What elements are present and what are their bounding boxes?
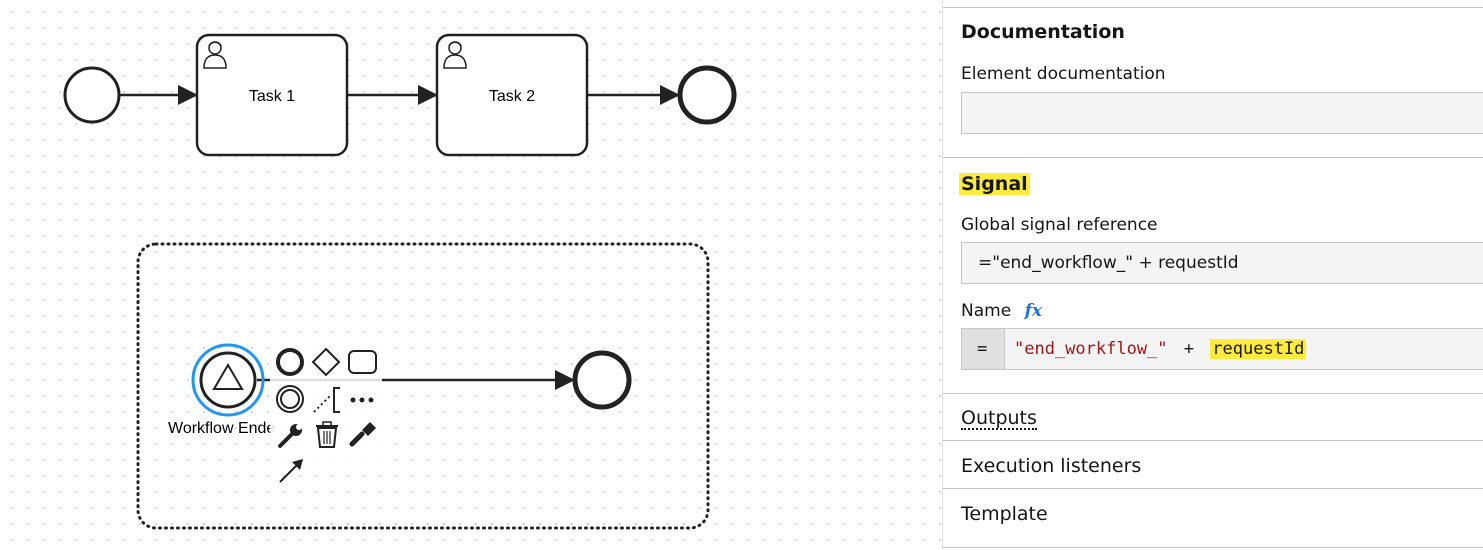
global-signal-reference-value: ="end_workflow_" + requestId — [978, 253, 1239, 273]
start-event[interactable] — [63, 66, 121, 124]
name-label-text: Name — [961, 301, 1012, 321]
more-options-icon[interactable] — [350, 397, 374, 403]
signal-start-event-selected[interactable] — [191, 343, 265, 417]
append-text-annotation-icon[interactable] — [313, 387, 340, 413]
group-box[interactable] — [136, 242, 710, 530]
name-string-literal: "end_workflow_" — [1014, 339, 1168, 359]
name-variable: requestId — [1210, 339, 1307, 359]
append-task-icon[interactable] — [348, 350, 377, 374]
fx-icon[interactable]: fx — [1024, 301, 1043, 321]
signal-title-text: Signal — [959, 173, 1030, 195]
append-intermediate-event-icon[interactable] — [276, 385, 304, 413]
outputs-title[interactable]: Outputs — [961, 407, 1037, 430]
user-task-icon — [443, 41, 467, 69]
task-1[interactable]: Task 1 — [195, 33, 349, 157]
task-1-label: Task 1 — [249, 88, 295, 105]
template-title[interactable]: Template — [961, 503, 1048, 525]
divider — [943, 547, 1483, 548]
feel-prefix: = — [977, 339, 988, 359]
outputs-section[interactable]: Outputs — [943, 393, 1483, 441]
signal-title[interactable]: Signal — [959, 173, 1030, 195]
context-pad[interactable] — [270, 345, 382, 483]
name-expression-input[interactable]: = "end_workflow_" + requestId — [961, 328, 1483, 370]
properties-panel: Documentation Element documentation Sign… — [942, 0, 1483, 549]
name-expression-value: "end_workflow_" + requestId — [1014, 339, 1307, 359]
delete-trash-icon[interactable] — [316, 421, 338, 448]
change-type-wrench-icon[interactable] — [278, 424, 302, 448]
global-signal-reference-label: Global signal reference — [961, 215, 1158, 235]
documentation-title[interactable]: Documentation — [961, 21, 1125, 43]
signal-triangle-icon — [212, 363, 244, 390]
execution-listeners-title[interactable]: Execution listeners — [961, 455, 1142, 477]
documentation-section: Documentation Element documentation — [943, 7, 1483, 158]
task-2[interactable]: Task 2 — [435, 33, 589, 157]
diagram-svg[interactable]: Task 1 Task 2 Workflow Ende — [0, 0, 942, 549]
selection-outline — [191, 343, 265, 417]
connect-arrow-icon[interactable] — [279, 459, 303, 483]
workflow-ende-label: Workflow Ende — [168, 420, 275, 437]
end-event-2[interactable] — [572, 350, 632, 410]
signal-section: Signal Global signal reference ="end_wor… — [943, 157, 1483, 394]
append-end-event-icon[interactable] — [276, 348, 304, 376]
element-documentation-label: Element documentation — [961, 64, 1166, 84]
end-event[interactable] — [677, 65, 737, 125]
execution-listeners-section[interactable]: Execution listeners — [943, 440, 1483, 489]
color-paint-brush-icon[interactable] — [349, 422, 376, 447]
append-gateway-icon[interactable] — [311, 347, 341, 377]
element-documentation-input[interactable] — [961, 92, 1483, 134]
global-signal-reference-input[interactable]: ="end_workflow_" + requestId — [961, 242, 1483, 284]
name-operator: + — [1183, 339, 1195, 359]
feel-prefix-box: = — [962, 329, 1005, 369]
name-label: Name fx — [961, 301, 1042, 321]
bpmn-canvas[interactable]: Task 1 Task 2 Workflow Ende — [0, 0, 942, 549]
task-2-label: Task 2 — [489, 88, 535, 105]
user-task-icon — [203, 41, 227, 69]
template-section[interactable]: Template — [943, 488, 1483, 550]
